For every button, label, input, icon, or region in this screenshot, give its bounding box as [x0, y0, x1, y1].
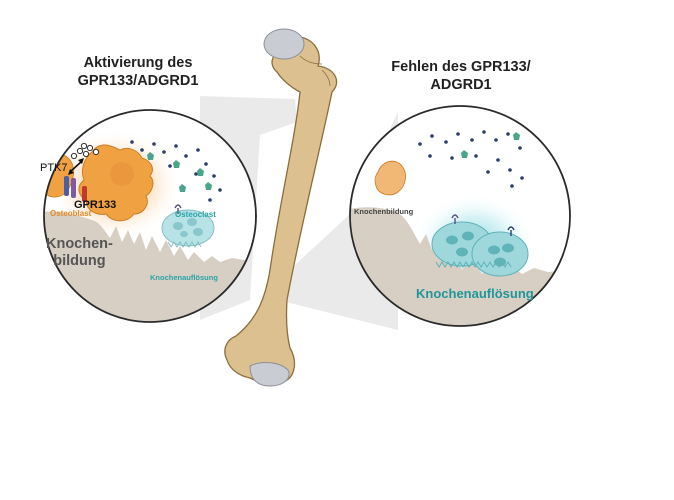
left-title-line2: GPR133/ADGRD1	[77, 73, 199, 89]
label-osteoblast: Osteoblast	[50, 209, 92, 218]
label-bone-resorption-left: Knochenauflösung	[150, 273, 218, 282]
right-title: Fehlen des GPR133/ ADGRD1	[376, 58, 546, 94]
label-gpr133: GPR133	[74, 199, 117, 211]
bone-tissue-left	[44, 211, 256, 322]
right-title-line1: Fehlen des GPR133/	[391, 59, 531, 75]
femur-bone	[224, 28, 338, 387]
left-title: Aktivierung des GPR133/ADGRD1	[48, 54, 228, 90]
label-ptk7: PTK7	[40, 162, 68, 174]
left-zoom-circle	[43, 109, 257, 323]
femur-condyle	[249, 362, 290, 387]
receptor-icon-right-1	[451, 214, 459, 224]
osteoblast-cell-small	[374, 160, 406, 196]
interaction-arrow-icon	[68, 158, 84, 175]
osteoclast-cell	[161, 209, 215, 248]
label-bone-formation-line2: bildung	[53, 253, 106, 269]
label-bone-resorption-right: Knochenauflösung	[416, 286, 534, 301]
signal-particles-left	[130, 140, 222, 202]
receptor-icon	[174, 204, 182, 214]
label-osteoclast: Osteoclast	[175, 210, 216, 219]
femur-head	[263, 28, 305, 60]
label-bone-formation-line1: Knochen-	[46, 236, 113, 252]
left-title-line1: Aktivierung des	[83, 55, 193, 71]
label-bone-formation-left: Knochen- bildung	[46, 236, 113, 270]
osteoclast-cluster	[431, 221, 529, 277]
right-zoom-circle	[349, 105, 571, 327]
signal-particles-right	[418, 130, 524, 188]
right-title-line2: ADGRD1	[430, 77, 492, 93]
ptk7-gpr133-receptors	[64, 176, 87, 202]
ligand-molecules-icon	[70, 142, 100, 160]
receptor-icon-right-2	[507, 226, 515, 236]
bone-tissue-right	[350, 207, 570, 326]
label-bone-formation-right: Knochenbildung	[354, 207, 414, 216]
